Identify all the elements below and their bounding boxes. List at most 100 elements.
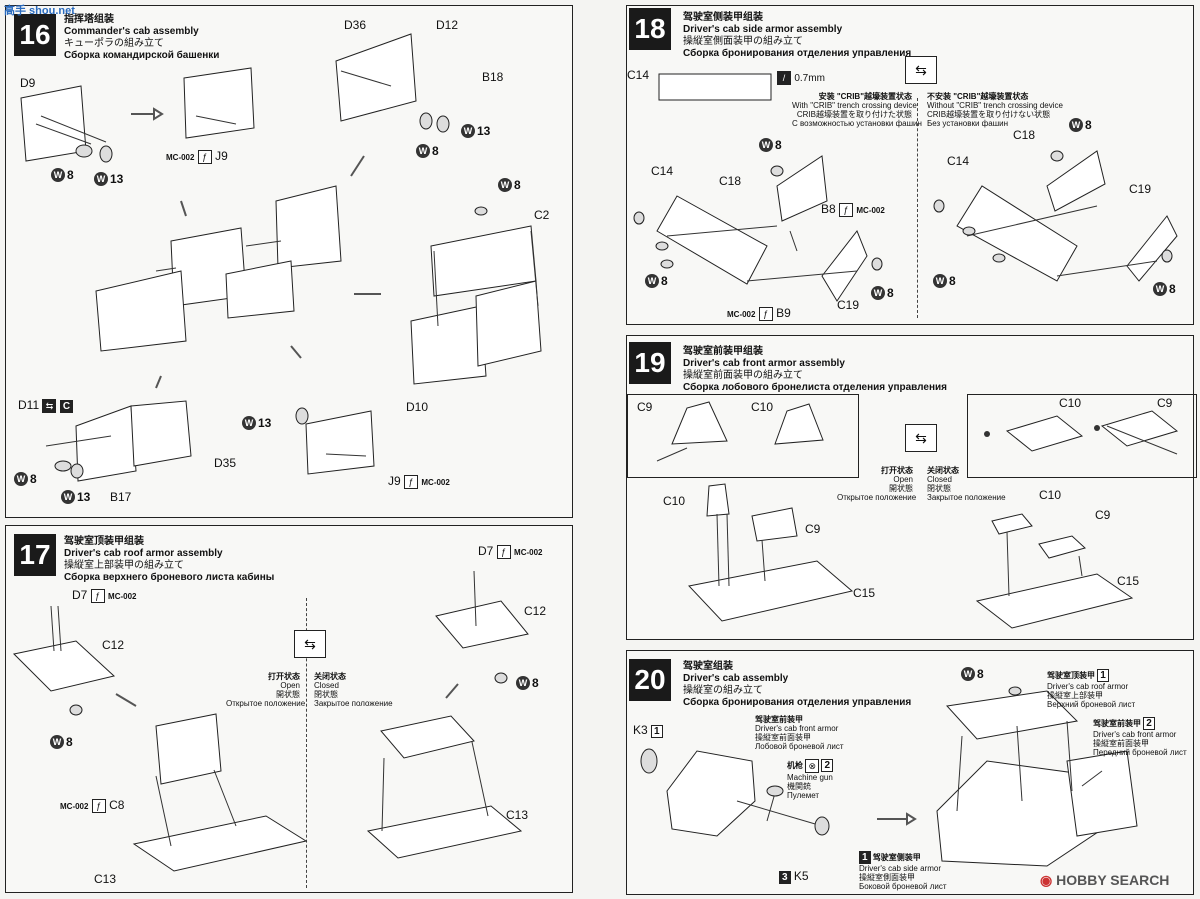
part-label-c9-3: C9	[805, 522, 821, 536]
cutting-tool-icon: /	[777, 70, 791, 85]
part-label-c8: MC-002 ƒ C8	[60, 798, 125, 813]
part-label-d10: D10	[406, 400, 429, 414]
swap-icon: ⇆	[42, 398, 57, 413]
roof-armor-label: 驾驶室顶装甲 1 Driver's cab roof armor 操縦室上部装甲…	[1047, 669, 1136, 709]
part-label-c18: C18	[719, 174, 742, 188]
part-label-c18-2: C18	[1013, 128, 1036, 142]
panel-divider	[306, 598, 307, 888]
part-label-c2: C2	[534, 208, 550, 222]
step-20-panel: 20 驾驶室组装 Driver's cab assembly 操縦室の組み立て …	[626, 650, 1194, 895]
part-label-c15: C15	[853, 586, 876, 600]
open-state-label: 打开状态 Open 開状態 Открытое положение	[837, 466, 917, 502]
part-label-c10: C10	[751, 400, 774, 414]
step-title: 驾驶室前装甲组装 Driver's cab front armor assemb…	[683, 346, 947, 393]
inset-closed	[967, 394, 1197, 478]
part-label-c14: C14	[627, 68, 650, 82]
part-label-c10-2: C10	[1059, 396, 1082, 410]
mc002-label: MC-002	[166, 153, 195, 162]
part-label-b17: B17	[110, 490, 132, 504]
step20-diagram	[640, 686, 1138, 867]
step-title: 驾驶室组装 Driver's cab assembly 操縦室の組み立て Сбо…	[683, 661, 912, 708]
cross-icon: ⊗	[805, 759, 820, 773]
step-number: 17	[14, 534, 56, 576]
toggle-state-icon: ⇆	[294, 630, 326, 658]
step-17-panel: 17 驾驶室顶装甲组装 Driver's cab roof armor asse…	[5, 525, 573, 893]
cement-tool-icon: ƒ	[404, 474, 419, 489]
part-label-c10-4: C10	[1039, 488, 1062, 502]
part-label-d11: D11 ⇆ C	[18, 398, 74, 413]
step-title: 驾驶室侧装甲组装 Driver's cab side armor assembl…	[683, 12, 912, 59]
part-label-j9: MC-002 ƒ J9	[166, 149, 228, 164]
part-label-c9: C9	[637, 400, 653, 414]
part-label-c12: C12	[102, 638, 125, 652]
part-label-c10-3: C10	[663, 494, 686, 508]
step-number: 20	[629, 659, 671, 701]
toggle-state-icon: ⇆	[905, 424, 937, 452]
toggle-state-icon: ⇆	[905, 56, 937, 84]
part-label-d35: D35	[214, 456, 237, 470]
watermark-right: ◉ HOBBY SEARCH	[1040, 872, 1170, 888]
watermark-left: 高手 shou.net	[4, 5, 75, 17]
step-18-panel: 18 驾驶室侧装甲组装 Driver's cab side armor asse…	[626, 5, 1194, 325]
part-label-c14-2: C14	[651, 164, 674, 178]
part-label-d7-2: D7 ƒ MC-002	[478, 544, 543, 559]
front-armor-label: 驾驶室前装甲 Driver's cab front armor 操縦室前面装甲 …	[755, 715, 844, 751]
front-armor-label-2: 驾驶室前装甲 2 Driver's cab front armor 操縦室前面装…	[1093, 717, 1187, 757]
part-label-c14-3: C14	[947, 154, 970, 168]
part-label-d36: D36	[344, 18, 367, 32]
part-label-c15-2: C15	[1117, 574, 1140, 588]
part-label-c9-2: C9	[1157, 396, 1173, 410]
cement-tool-icon: ƒ	[758, 306, 773, 321]
cement-tool-icon: ƒ	[197, 149, 212, 164]
part-label-b8: B8 ƒ MC-002	[821, 202, 885, 217]
step-number: 16	[14, 14, 56, 56]
part-label-c13: C13	[94, 872, 117, 886]
step-number: 19	[629, 342, 671, 384]
step17-diagram	[12, 570, 529, 872]
part-label-c9-4: C9	[1095, 508, 1111, 522]
machine-gun-label: 机枪 ⊗ 2 Machine gun 機関銃 Пулемет	[787, 759, 834, 800]
open-state-label: 打开状态 Open 開状態 Открытое положение	[226, 672, 306, 708]
step19-diagram	[656, 401, 1179, 629]
part-label-d7: D7 ƒ MC-002	[72, 588, 137, 603]
part-label-c12-2: C12	[524, 604, 547, 618]
closed-state-label: 关闭状态 Closed 閉状態 Закрытое положение	[927, 466, 1006, 502]
step16-diagram	[20, 33, 542, 482]
step-19-panel: 19 驾驶室前装甲组装 Driver's cab front armor ass…	[626, 335, 1197, 640]
step-title: 驾驶室顶装甲组装 Driver's cab roof armor assembl…	[64, 536, 275, 583]
crib-without-label: 不安装 "CRIB"越壕装置状态 Without "CRIB" trench c…	[927, 92, 1063, 128]
part-label-c19-2: C19	[1129, 182, 1152, 196]
thickness-label: / 0.7mm	[777, 70, 825, 85]
part-label-d12: D12	[436, 18, 459, 32]
cement-tool-icon: ƒ	[496, 544, 511, 559]
crib-with-label: 安装 "CRIB"越壕装置状态 With "CRIB" trench cross…	[792, 92, 922, 128]
step-number: 18	[629, 8, 671, 50]
part-label-b9: MC-002 ƒ B9	[727, 306, 791, 321]
side-armor-label: 1 驾驶室侧装甲 Driver's cab side armor 操縦室側面装甲…	[859, 851, 947, 891]
part-label-c19: C19	[837, 298, 860, 312]
cement-tool-icon: ƒ	[839, 202, 854, 217]
part-label-k3: K3 1	[633, 723, 663, 738]
hobbysearch-logo-icon: ◉	[1040, 872, 1053, 888]
cement-tool-icon: ƒ	[91, 798, 106, 813]
step-title: 指挥塔组装 Commander's cab assembly キューポラの組み立…	[64, 14, 220, 61]
closed-state-label: 关闭状态 Closed 閉状態 Закрытое положение	[314, 672, 393, 708]
step18-diagram	[633, 73, 1178, 302]
part-label-d9: D9	[20, 76, 36, 90]
panel-divider	[917, 98, 918, 318]
part-label-j9-2: J9 ƒ MC-002	[388, 474, 450, 489]
